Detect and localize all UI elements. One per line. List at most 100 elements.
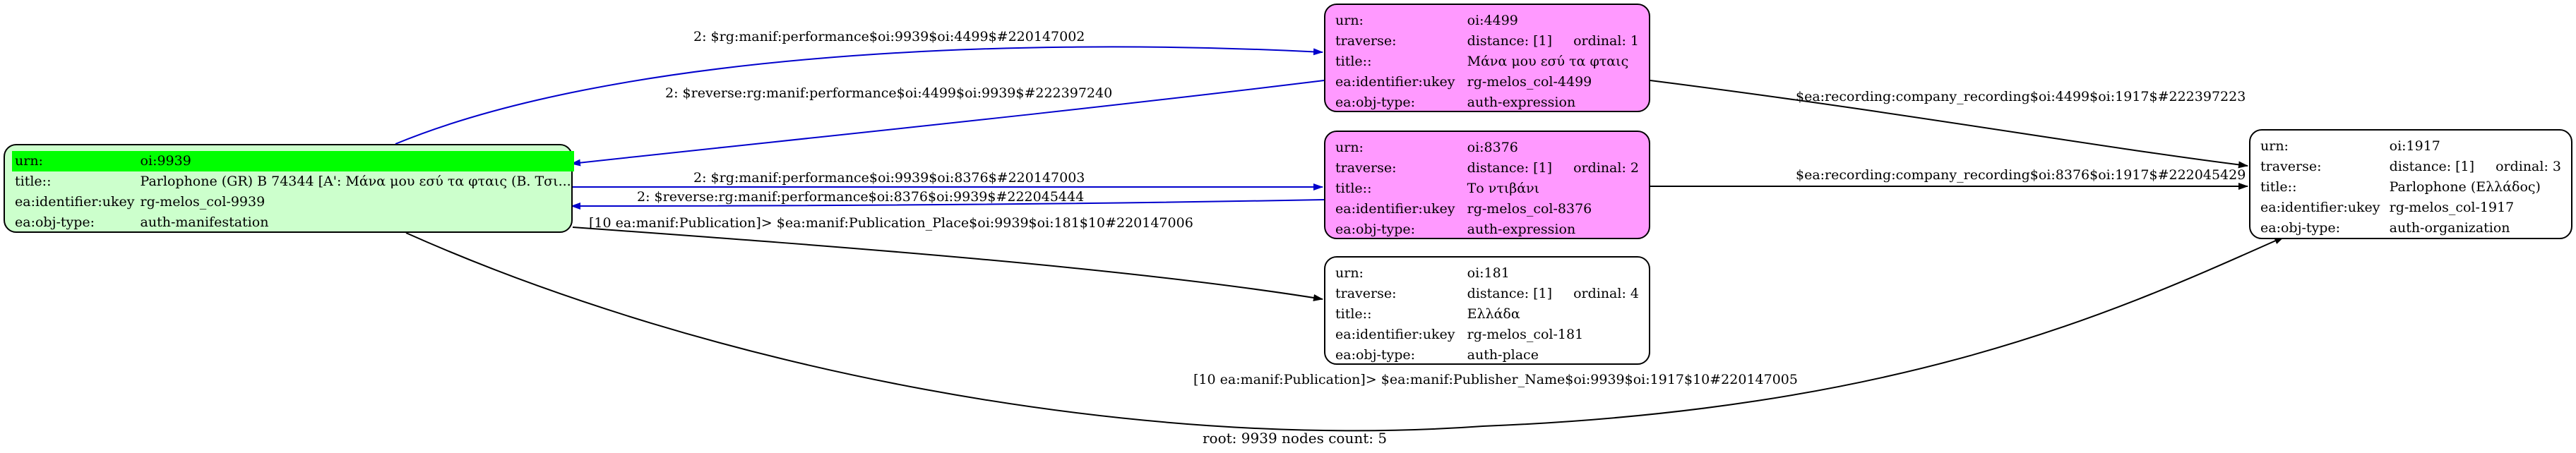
ordinal-text: ordinal: 2	[1573, 160, 1639, 176]
edge-root-to-4499	[395, 46, 1323, 145]
objtype-value: auth-place	[1467, 347, 1539, 363]
title-row: title:: Parlophone (GR) B 74344 [A': Μάν…	[12, 171, 574, 192]
node-oi-4499[interactable]: urn: oi:4499 traverse: distance: [1] ordi…	[1324, 4, 1650, 112]
distance-text: distance: [1]	[1467, 160, 1553, 176]
traverse-row: traverse: distance: [1] ordinal: 2	[1332, 158, 1642, 179]
identifier-value: rg-melos_col-1917	[2389, 200, 2515, 215]
identifier-key: ea:identifier:ukey	[1335, 74, 1455, 90]
node-oi-181[interactable]: urn: oi:181 traverse: distance: [1] ordin…	[1324, 256, 1650, 365]
urn-key: urn:	[1335, 13, 1364, 28]
edge-label-4499-to-1917: $ea:recording:company_recording$oi:4499$…	[1796, 89, 2246, 104]
node-oi-9939[interactable]: urn: oi:9939 title:: Parlophone (GR) B 7…	[4, 144, 574, 233]
traverse-row: traverse: distance: [1] ordinal: 3	[2258, 157, 2564, 177]
urn-key: urn:	[2260, 138, 2289, 154]
identifier-row: ea:identifier:ukey rg-melos_col-4499	[1332, 72, 1642, 92]
node-oi-8376[interactable]: urn: oi:8376 traverse: distance: [1] ordi…	[1324, 131, 1650, 239]
edge-root-to-181	[572, 226, 1323, 301]
objtype-row: ea:obj-type: auth-organization	[2258, 218, 2564, 238]
title-row: title:: Το ντιβάνι	[1332, 179, 1642, 199]
urn-key: urn:	[12, 151, 138, 171]
urn-value: oi:8376	[1467, 140, 1518, 155]
distance-text: distance: [1]	[2389, 159, 2475, 174]
traverse-value: distance: [1] ordinal: 2	[1465, 158, 1642, 179]
footer-summary: root: 9939 nodes count: 5	[1203, 430, 1387, 447]
title-key: title::	[1335, 54, 1372, 69]
urn-row: urn: oi:9939	[12, 151, 574, 171]
distance-text: distance: [1]	[1467, 286, 1553, 301]
urn-value: oi:9939	[137, 151, 574, 171]
traverse-key: traverse:	[1335, 160, 1397, 176]
traverse-value: distance: [1] ordinal: 4	[1465, 284, 1642, 304]
objtype-key: ea:obj-type:	[15, 215, 95, 230]
urn-row: urn: oi:181	[1332, 263, 1642, 284]
title-key: title::	[2260, 179, 2297, 195]
identifier-key: ea:identifier:ukey	[15, 194, 135, 210]
identifier-value: rg-melos_col-4499	[1467, 74, 1592, 90]
ordinal-text: ordinal: 3	[2496, 159, 2561, 174]
objtype-key: ea:obj-type:	[1335, 95, 1416, 110]
objtype-value: auth-expression	[1467, 222, 1576, 237]
identifier-key: ea:identifier:ukey	[2260, 200, 2380, 215]
distance-text: distance: [1]	[1467, 33, 1553, 49]
identifier-row: ea:identifier:ukey rg-melos_col-1917	[2258, 198, 2564, 218]
urn-value: oi:181	[1467, 265, 1510, 281]
traverse-value: distance: [1] ordinal: 3	[2387, 157, 2564, 177]
title-key: title::	[15, 174, 52, 189]
objtype-value: auth-manifestation	[140, 215, 269, 230]
objtype-key: ea:obj-type:	[1335, 347, 1416, 363]
title-value: Parlophone (Ελλάδος)	[2389, 179, 2541, 195]
title-key: title::	[1335, 181, 1372, 196]
ordinal-text: ordinal: 4	[1573, 286, 1639, 301]
objtype-key: ea:obj-type:	[2260, 220, 2341, 236]
edge-label-root-to-8376: 2: $rg:manif:performance$oi:9939$oi:8376…	[693, 170, 1085, 186]
ordinal-text: ordinal: 1	[1573, 33, 1639, 49]
traverse-key: traverse:	[1335, 286, 1397, 301]
identifier-row: ea:identifier:ukey rg-melos_col-181	[1332, 325, 1642, 345]
identifier-key: ea:identifier:ukey	[1335, 201, 1455, 217]
urn-value: oi:1917	[2389, 138, 2440, 154]
title-value: Ελλάδα	[1467, 306, 1520, 322]
traverse-value: distance: [1] ordinal: 1	[1465, 31, 1642, 52]
urn-row: urn: oi:4499	[1332, 11, 1642, 31]
identifier-value: rg-melos_col-181	[1467, 327, 1584, 342]
edge-label-root-to-1917: [10 ea:manif:Publication]> $ea:manif:Pub…	[1193, 372, 1798, 387]
title-key: title::	[1335, 306, 1372, 322]
title-value: Μάνα μου εσύ τα φταις	[1467, 54, 1629, 69]
objtype-value: auth-organization	[2389, 220, 2510, 236]
traverse-row: traverse: distance: [1] ordinal: 4	[1332, 284, 1642, 304]
objtype-row: ea:obj-type: auth-place	[1332, 345, 1642, 366]
title-value: Το ντιβάνι	[1467, 181, 1540, 196]
urn-key: urn:	[1335, 265, 1364, 281]
edge-8376-to-root	[571, 199, 1325, 210]
identifier-value: rg-melos_col-9939	[140, 194, 266, 210]
identifier-row: ea:identifier:ukey rg-melos_col-8376	[1332, 199, 1642, 219]
edge-label-8376-to-root: 2: $reverse:rg:manif:performance$oi:8376…	[637, 189, 1084, 205]
edge-root-to-1917	[405, 232, 2284, 432]
objtype-row: ea:obj-type: auth-expression	[1332, 219, 1642, 240]
edge-4499-to-root	[571, 80, 1325, 167]
urn-value: oi:4499	[1467, 13, 1518, 28]
identifier-value: rg-melos_col-8376	[1467, 201, 1592, 217]
traverse-key: traverse:	[1335, 33, 1397, 49]
edge-label-root-to-181: [10 ea:manif:Publication]> $ea:manif:Pub…	[589, 215, 1193, 231]
urn-key: urn:	[1335, 140, 1364, 155]
urn-row: urn: oi:1917	[2258, 136, 2564, 157]
title-value: Parlophone (GR) B 74344 [A': Μάνα μου εσ…	[140, 174, 571, 189]
urn-row: urn: oi:8376	[1332, 138, 1642, 158]
traverse-row: traverse: distance: [1] ordinal: 1	[1332, 31, 1642, 52]
edge-4499-to-1917	[1650, 80, 2248, 169]
edge-label-root-to-4499: 2: $rg:manif:performance$oi:9939$oi:4499…	[693, 29, 1085, 44]
traverse-key: traverse:	[2260, 159, 2322, 174]
title-row: title:: Parlophone (Ελλάδος)	[2258, 177, 2564, 198]
edge-label-4499-to-root: 2: $reverse:rg:manif:performance$oi:4499…	[665, 85, 1112, 101]
identifier-key: ea:identifier:ukey	[1335, 327, 1455, 342]
objtype-row: ea:obj-type: auth-manifestation	[12, 212, 574, 233]
edge-label-8376-to-1917: $ea:recording:company_recording$oi:8376$…	[1796, 167, 2246, 183]
title-row: title:: Ελλάδα	[1332, 304, 1642, 325]
title-row: title:: Μάνα μου εσύ τα φταις	[1332, 52, 1642, 72]
identifier-row: ea:identifier:ukey rg-melos_col-9939	[12, 192, 574, 212]
objtype-row: ea:obj-type: auth-expression	[1332, 92, 1642, 113]
objtype-value: auth-expression	[1467, 95, 1576, 110]
node-oi-1917[interactable]: urn: oi:1917 traverse: distance: [1] ordi…	[2249, 129, 2572, 239]
